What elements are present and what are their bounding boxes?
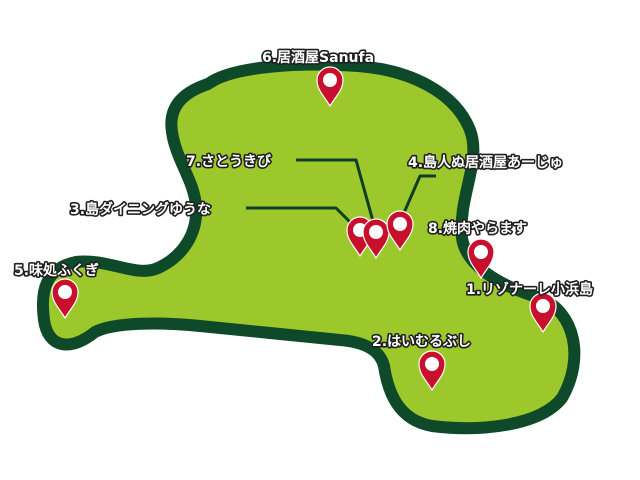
map-pin-1[interactable] xyxy=(529,292,557,334)
map-pin-5[interactable] xyxy=(51,278,79,320)
marker-label-1: 1.リゾナーレ小浜島 xyxy=(466,281,593,298)
map-pin-hole xyxy=(323,73,337,87)
map-pin-hole xyxy=(58,285,72,299)
map-pin-hole xyxy=(425,357,439,371)
marker-label-2: 2.はいむるぶし xyxy=(372,334,471,350)
pins-layer xyxy=(51,66,557,392)
map-pin-4[interactable] xyxy=(386,210,414,252)
map-pin-8[interactable] xyxy=(467,238,495,280)
marker-label-4: 4.島人ぬ居酒屋あーじゅ xyxy=(408,154,563,171)
leader-line-7 xyxy=(296,158,378,233)
marker-label-7: 7.さとうきび xyxy=(186,154,272,170)
map-pin-7[interactable] xyxy=(362,218,390,260)
island-coastline xyxy=(36,58,581,435)
map-pin-hole xyxy=(474,245,488,259)
map-pin-hole xyxy=(393,217,407,231)
marker-label-3: 3.島ダイニングゆうな xyxy=(70,201,211,218)
marker-label-6: 6.居酒屋Sanufa xyxy=(262,50,374,66)
marker-label-8: 8.焼肉やらます xyxy=(428,220,527,237)
leader-line-4 xyxy=(398,174,436,223)
map-pin-6[interactable] xyxy=(316,66,344,108)
marker-label-5: 5.味処ふくぎ xyxy=(14,262,99,279)
map-pin-hole xyxy=(369,225,383,239)
map-pin-2[interactable] xyxy=(418,350,446,392)
map-pin-hole xyxy=(536,299,550,313)
